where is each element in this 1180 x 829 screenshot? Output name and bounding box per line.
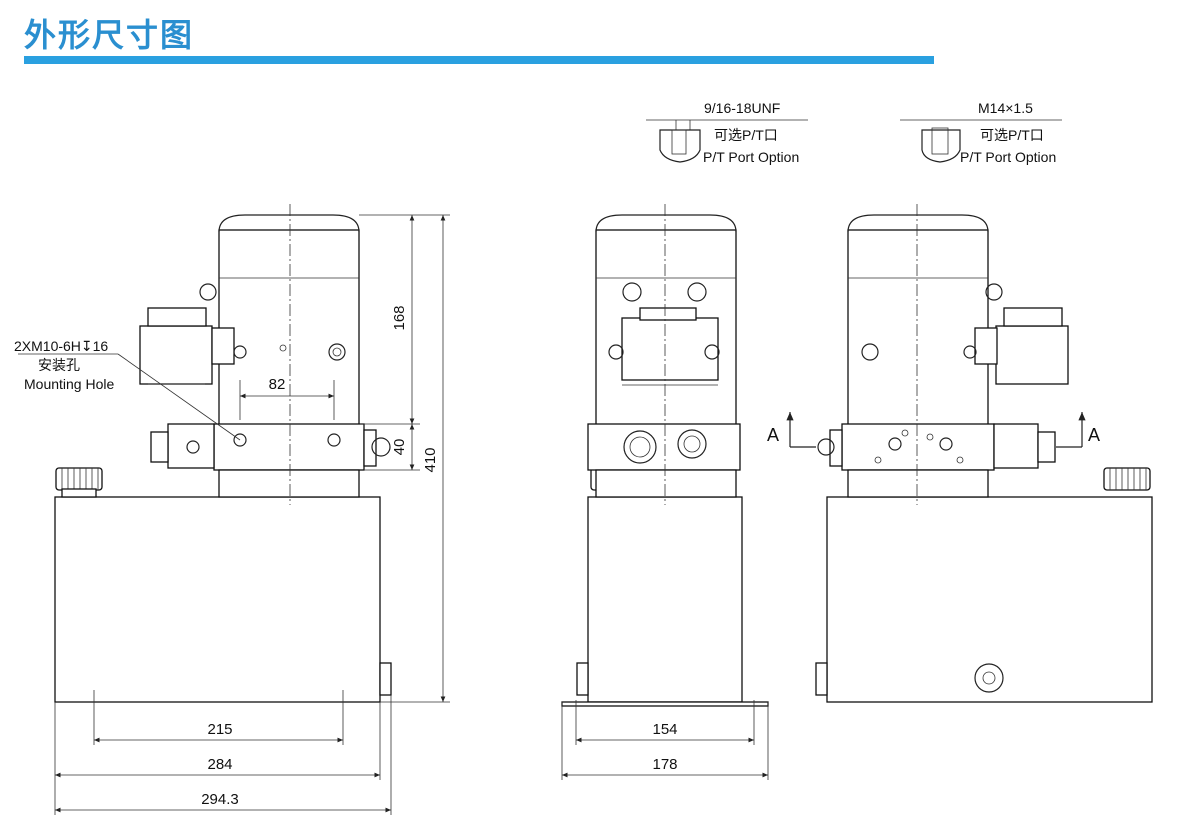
port2-thread: M14×1.5 [978, 100, 1033, 116]
relay-left [139, 325, 213, 385]
port2-label-en: P/T Port Option [960, 149, 1056, 165]
dim-178: 178 [652, 756, 677, 773]
mounting-hole-spec: 2XM10-6H↧16 [14, 338, 108, 354]
port2-label-cn: 可选P/T口 [980, 127, 1044, 143]
drain-plug-left [379, 662, 392, 696]
mounting-hole-label-en: Mounting Hole [24, 376, 114, 392]
valve-block-middle [587, 423, 741, 471]
section-mark-left: A [767, 425, 779, 445]
mounting-hole-label-cn: 安装孔 [38, 357, 80, 373]
dim-215: 215 [207, 721, 232, 738]
dim-284: 284 [207, 756, 232, 773]
page-title: 外形尺寸图 [24, 16, 195, 54]
filler-cap-left [55, 467, 103, 491]
dim-294: 294.3 [201, 791, 239, 808]
coil-left [167, 423, 215, 469]
dim-168: 168 [391, 305, 408, 330]
tank-middle [587, 496, 743, 703]
left-view: 82 168 40 410 215 284 294.3 2XM10-6H↧16 … [14, 204, 450, 815]
valve-block-right [841, 423, 995, 471]
dim-40: 40 [391, 439, 408, 456]
dim-410: 410 [422, 447, 439, 472]
title-underline [24, 56, 934, 64]
valve-block-left [213, 423, 365, 471]
port1-label-en: P/T Port Option [703, 149, 799, 165]
dim-154: 154 [652, 721, 677, 738]
tank-right [826, 496, 1153, 703]
port1-label-cn: 可选P/T口 [714, 127, 778, 143]
section-mark-right: A [1088, 425, 1100, 445]
motor-left [218, 229, 360, 426]
relay-middle [621, 317, 719, 381]
coil-right [993, 423, 1039, 469]
relay-right [995, 325, 1069, 385]
dim-82: 82 [269, 376, 286, 393]
port1-thread: 9/16-18UNF [704, 100, 780, 116]
port-option-2: M14×1.5 可选P/T口 P/T Port Option [900, 100, 1062, 165]
port-option-1: 9/16-18UNF 可选P/T口 P/T Port Option [646, 100, 808, 165]
motor-right [847, 229, 989, 426]
tank-left [54, 496, 381, 703]
filler-cap-right [1103, 467, 1151, 491]
right-view: A A [767, 204, 1153, 703]
middle-view: 154 178 [561, 204, 769, 780]
